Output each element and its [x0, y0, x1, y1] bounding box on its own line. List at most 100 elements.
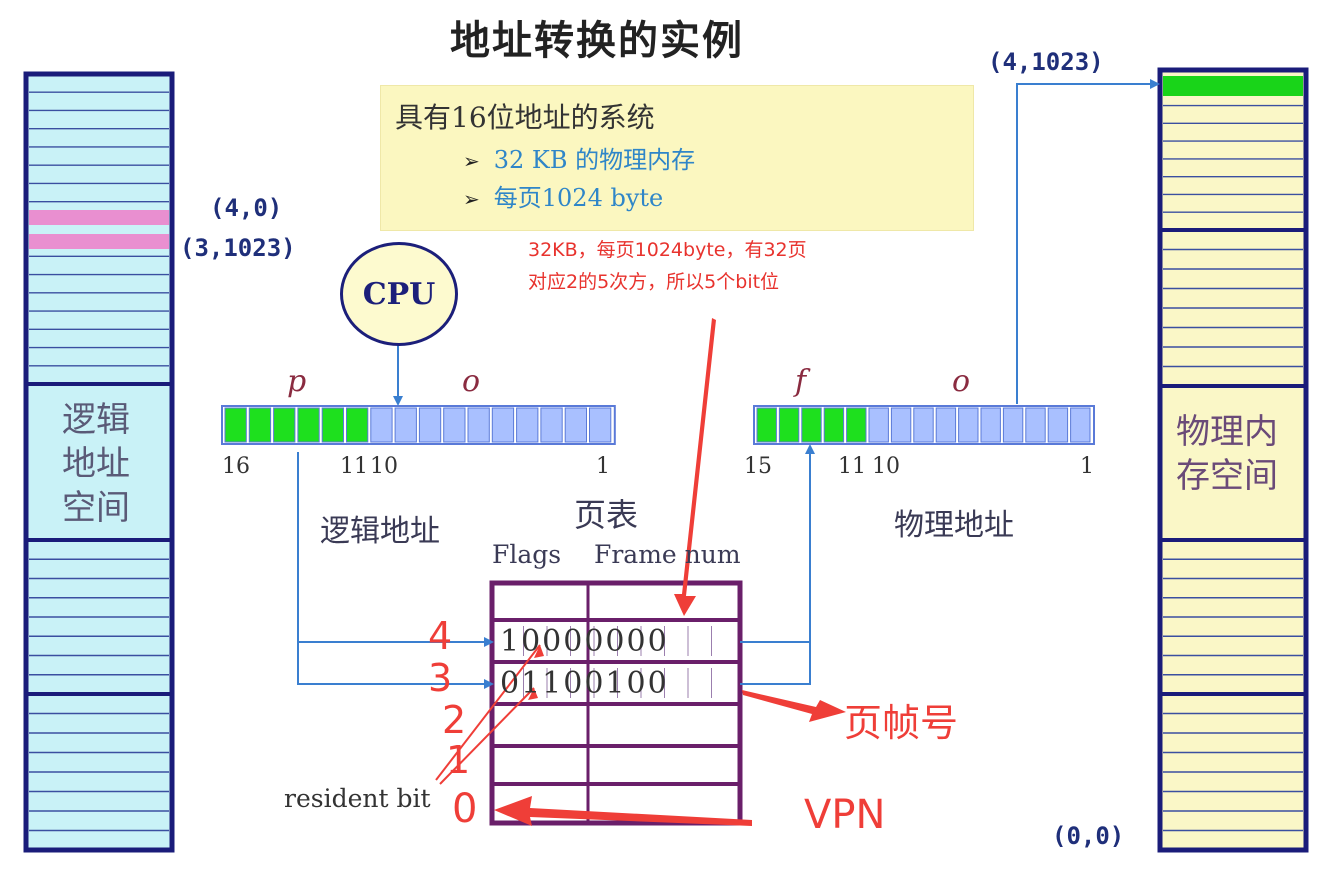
p-to-row3-arrow: [297, 642, 494, 689]
physical-memory-label-line: 物理内: [1176, 412, 1278, 452]
physical-register-bit-cell: [756, 407, 777, 443]
logical-address-label: 逻辑地址: [320, 514, 440, 549]
cpu-circle: CPU: [340, 242, 458, 346]
physical-bit-1: 1: [1080, 454, 1094, 479]
row-number-0: 0: [452, 786, 478, 832]
vpn-label: VPN: [804, 792, 886, 838]
physical-bit-10: 10: [872, 454, 900, 479]
logical-register-bit-cell: [467, 407, 490, 443]
logical-register-bit-cell: [443, 407, 466, 443]
page-table-grid: [489, 580, 743, 826]
logical-memory-highlight: [29, 210, 169, 225]
physical-coord-bottom: (0,0): [1052, 822, 1125, 850]
physical-register-bit-cell: [778, 407, 800, 443]
logical-register-bit-cell: [346, 407, 369, 443]
logical-register-bit-cell: [224, 407, 247, 443]
info-bullet-2: ➢ 每页1024 byte: [463, 178, 663, 213]
var-p: p: [287, 364, 307, 399]
row3-bits: 01100100: [500, 666, 669, 701]
bullet-arrow-icon: ➢: [463, 187, 480, 211]
physical-register-bit-cell: [868, 407, 889, 443]
resident-pointer-1: [435, 644, 541, 781]
logical-register-bit-cell: [297, 407, 320, 443]
frame-number-label: 页帧号: [844, 701, 959, 745]
frame-label-arrow: [742, 690, 846, 722]
resident-tip-1: [534, 645, 544, 658]
bullet-arrow-icon: ➢: [463, 149, 480, 173]
logical-register-bit-cell: [370, 407, 393, 443]
logical-memory-label-line: 逻辑: [62, 400, 130, 440]
var-o-physical: o: [952, 364, 971, 399]
logical-register-outline: [221, 405, 616, 445]
logical-coord-bottom: (3,1023): [180, 234, 296, 262]
logical-register-bit-cell: [394, 407, 417, 443]
logical-memory-highlight: [29, 234, 169, 249]
flags-header: Flags: [492, 540, 562, 569]
row-number-3: 3: [428, 656, 453, 700]
physical-address-label: 物理地址: [894, 508, 1014, 543]
resident-bit-label: resident bit: [284, 784, 431, 813]
logical-register-bit-cell: [248, 407, 272, 443]
physical-register-bit-cell: [980, 407, 1001, 443]
var-f: f: [795, 364, 807, 399]
info-heading: 具有16位地址的系统: [395, 101, 655, 134]
info-box: 具有16位地址的系统 ➢ 32 KB 的物理内存 ➢ 每页1024 byte: [380, 85, 974, 231]
logical-register-bit-cell: [564, 407, 588, 443]
physical-memory-frame: [1157, 67, 1309, 853]
info-bullet-2-text: 每页1024 byte: [493, 184, 664, 212]
physical-memory-label-line: 存空间: [1176, 456, 1278, 496]
logical-memory-label-line: 地址: [62, 444, 130, 484]
physical-register-bit-cell: [1047, 407, 1069, 443]
red-annotation-arrows: [435, 318, 846, 826]
page-table-title: 页表: [574, 496, 639, 534]
logical-coord-top: (4,0): [210, 194, 283, 222]
logical-bit-16: 16: [222, 454, 250, 479]
row-number-1: 1: [446, 738, 471, 782]
connector-arrows: [297, 79, 1160, 689]
physical-register-bit-cell: [913, 407, 934, 443]
logical-register-bit-cell: [273, 407, 296, 443]
physical-bit-15: 15: [744, 454, 772, 479]
physical-register-bit-cell: [890, 407, 912, 443]
frame-num-header: Frame num: [594, 540, 741, 569]
physical-register-bit-cell: [1025, 407, 1046, 443]
physical-address-register: [753, 405, 1095, 445]
physical-coord-top: (4,1023): [988, 48, 1104, 76]
logical-memory-label-line: 空间: [62, 488, 130, 528]
row-number-2: 2: [442, 698, 467, 742]
vpn-arrow: [494, 796, 752, 826]
logical-register-bit-cell: [321, 407, 345, 443]
physical-register-outline: [753, 405, 1095, 445]
physical-register-bit-cell: [958, 407, 979, 443]
logical-bit-11: 11: [340, 454, 368, 479]
physical-memory-column: [1157, 67, 1309, 853]
logical-memory-label: 逻辑 地址 空间: [62, 398, 152, 530]
logical-register-bit-cell: [540, 407, 563, 443]
logical-bit-10: 10: [370, 454, 398, 479]
resident-pointer-2: [439, 687, 535, 785]
logical-register-bit-cell: [516, 407, 539, 443]
annotation-note: 32KB，每页1024byte，有32页 对应2的5次方，所以5个bit位: [528, 234, 807, 298]
physical-register-bit-cell: [823, 407, 845, 443]
annotation-note-line-1: 32KB，每页1024byte，有32页: [528, 239, 807, 261]
physical-register-bit-cell: [801, 407, 822, 443]
row3-to-f-arrow: [740, 444, 815, 685]
physical-register-bit-cell: [1002, 407, 1024, 443]
logical-bit-1: 1: [596, 454, 610, 479]
row-number-4: 4: [428, 614, 453, 658]
logical-address-register: [221, 405, 616, 445]
physical-register-bit-cell: [846, 407, 867, 443]
info-bullet-1-text: 32 KB 的物理内存: [493, 146, 696, 174]
offset-to-physical-arrow: [1016, 79, 1160, 404]
note-arrow: [674, 318, 716, 616]
row4-bits: 10000000: [500, 624, 669, 659]
annotation-note-line-2: 对应2的5次方，所以5个bit位: [528, 271, 780, 293]
physical-memory-label: 物理内 存空间: [1176, 410, 1296, 498]
logical-register-bit-cell: [589, 407, 612, 443]
physical-memory-highlight: [1163, 76, 1303, 96]
physical-register-bit-cell: [935, 407, 957, 443]
diagram-title: 地址转换的实例: [450, 17, 744, 64]
physical-register-bit-cell: [1070, 407, 1091, 443]
